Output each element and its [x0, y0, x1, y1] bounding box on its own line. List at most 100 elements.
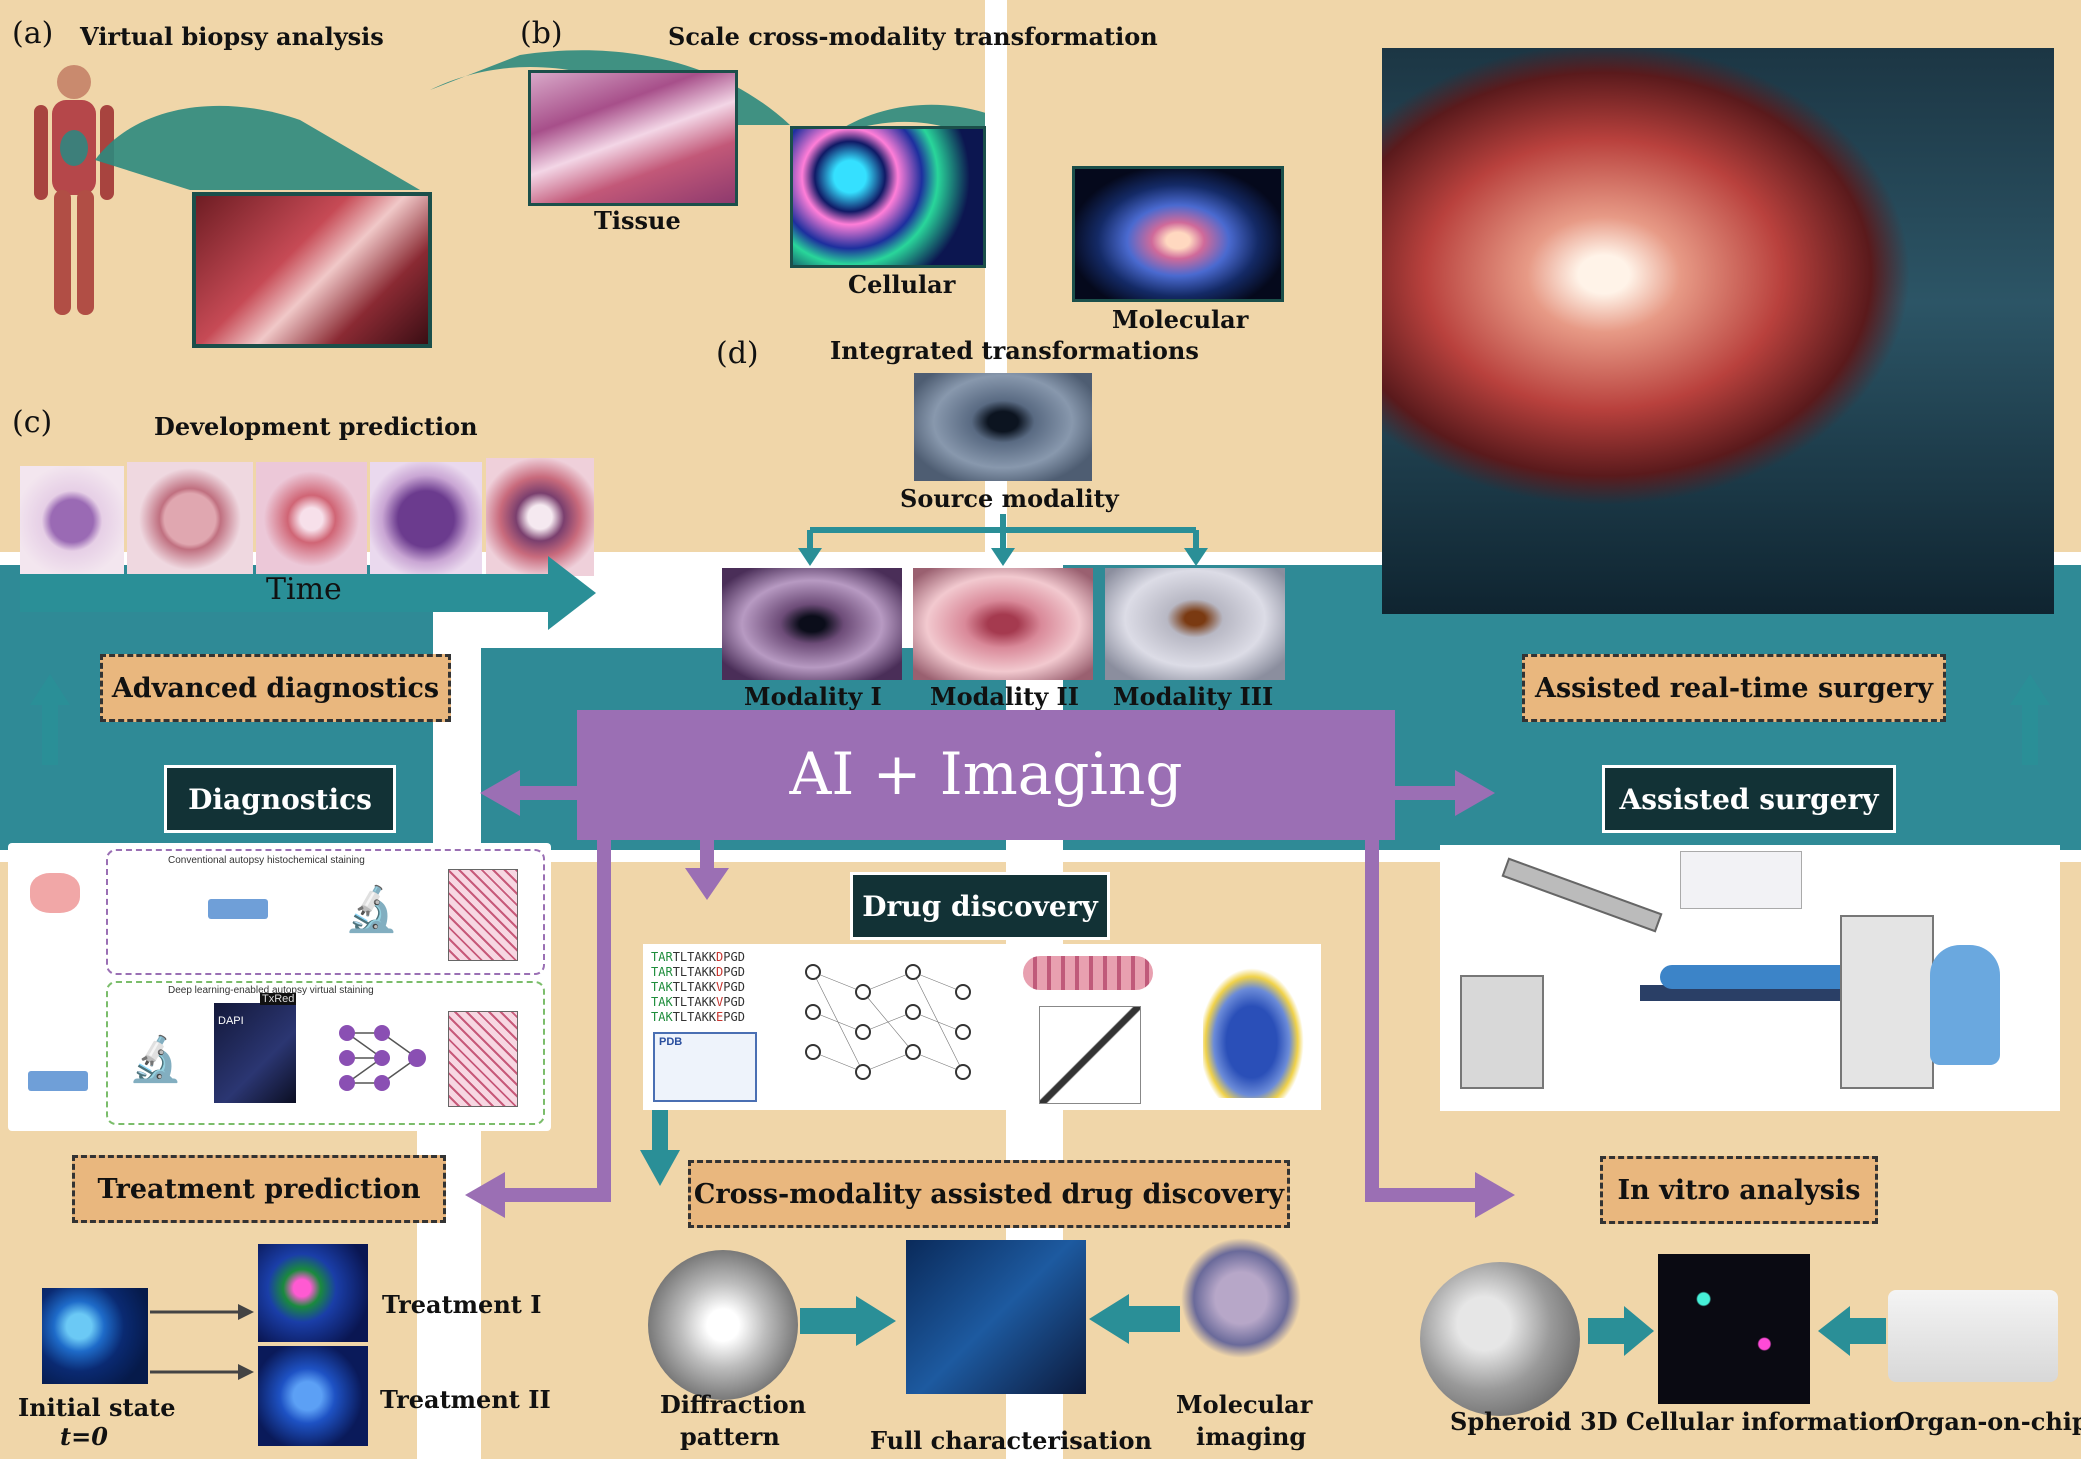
- sequence-row: TAKTLTAKKVPGD: [651, 980, 745, 994]
- panel-b-tag: (b): [520, 16, 563, 51]
- patient-figure: [1660, 965, 1860, 989]
- 3d-cellular-label: 3D Cellular information: [1580, 1407, 1902, 1436]
- development-stage-5: [486, 458, 594, 576]
- diagnostics-bottom-caption: Deep learning-enabled autopsy virtual st…: [168, 985, 374, 996]
- stain-label-txred: TxRed: [260, 993, 297, 1005]
- microscope-icon-2: 🔬: [128, 1034, 183, 1085]
- tissue-image: [528, 70, 738, 206]
- modality-II-label: Modality II: [930, 682, 1079, 711]
- helix-image: [1023, 956, 1153, 990]
- drug-discovery-figure: TARTLTAKKDPGD TARTLTAKKDPGD TAKTLTAKKVPG…: [643, 944, 1321, 1110]
- modality-III-image: [1105, 568, 1285, 680]
- pdb-window: PDB: [653, 1032, 757, 1102]
- panel-d-tag: (d): [716, 336, 759, 371]
- diagnostics-bottom-row: [106, 981, 545, 1125]
- cellular-image: [790, 126, 986, 268]
- pdb-label: PDB: [659, 1036, 683, 1048]
- molecular-image: [1072, 166, 1284, 302]
- surgery-scene-image: [1382, 48, 2054, 614]
- initial-state-label: Initial state: [18, 1393, 176, 1422]
- human-body-illustration: [34, 65, 114, 315]
- panel-d-title: Integrated transformations: [830, 336, 1199, 365]
- development-stage-2: [127, 462, 253, 576]
- operating-table: [1640, 985, 1890, 1001]
- diffraction-pattern-image: [648, 1250, 798, 1400]
- time-zero-label: t=0: [60, 1422, 108, 1451]
- nn-thumbnail: [1680, 851, 1802, 909]
- treatment-prediction-box: Treatment prediction: [72, 1155, 446, 1223]
- tissue-zoom-image: [192, 192, 432, 348]
- ai-imaging-hub: [577, 710, 1395, 840]
- sequence-row: TAKTLTAKKVPGD: [651, 995, 745, 1009]
- panel-b-title: Scale cross-modality transformation: [668, 22, 1158, 51]
- spheroid-label: Spheroid: [1450, 1407, 1572, 1436]
- molecular-imaging-label-line1: Molecular: [1176, 1390, 1313, 1419]
- surgery-robot-figure: [1440, 845, 2060, 1111]
- diagnostics-label-box: Diagnostics: [164, 765, 396, 833]
- development-stage-4: [370, 462, 482, 576]
- modality-II-image: [913, 568, 1093, 680]
- full-characterisation-label: Full characterisation: [870, 1426, 1152, 1455]
- organ-on-chip-image: [1888, 1290, 2058, 1382]
- sequence-row: TAKTLTAKKEPGD: [651, 1010, 745, 1024]
- source-modality-image: [914, 373, 1092, 481]
- sequence-row: TARTLTAKKDPGD: [651, 950, 745, 964]
- scale-label-molecular: Molecular: [1112, 305, 1249, 334]
- neural-net-icon: [339, 1025, 426, 1091]
- panel-a-title: Virtual biopsy analysis: [80, 22, 384, 51]
- advanced-diagnostics-box: Advanced diagnostics: [100, 654, 451, 722]
- deep-network-icon: [805, 964, 971, 1080]
- time-axis-label: Time: [266, 572, 342, 607]
- sequence-row: TARTLTAKKDPGD: [651, 965, 745, 979]
- diagnostics-top-caption: Conventional autopsy histochemical stain…: [168, 855, 365, 866]
- organ-on-chip-label: Organ-on-chip: [1894, 1407, 2081, 1436]
- top-slide-icon: [208, 899, 268, 919]
- assisted-real-time-surgery-box: Assisted real-time surgery: [1522, 654, 1946, 722]
- diffraction-label-line2: pattern: [680, 1422, 780, 1451]
- stained-tissue-bottom: [448, 1011, 518, 1107]
- diffraction-label-line1: Diffraction: [660, 1390, 807, 1419]
- modality-III-label: Modality III: [1113, 682, 1274, 711]
- development-stage-1: [20, 466, 124, 576]
- panel-c-title: Development prediction: [154, 412, 478, 441]
- molecular-imaging-label-line2: imaging: [1196, 1422, 1307, 1451]
- modality-I-label: Modality I: [744, 682, 882, 711]
- molecular-imaging-image: [1180, 1238, 1302, 1358]
- scale-label-cellular: Cellular: [848, 270, 956, 299]
- tissue-sample-icon: [30, 873, 80, 913]
- console-unit: [1840, 915, 1934, 1089]
- drug-discovery-label-box: Drug discovery: [850, 872, 1110, 940]
- spheroid-image: [1420, 1262, 1580, 1416]
- stained-tissue-top: [448, 869, 518, 961]
- modality-I-image: [722, 568, 902, 680]
- panel-a-tag: (a): [12, 16, 54, 51]
- source-modality-label: Source modality: [900, 484, 1119, 513]
- characterisation-dashboard: [906, 1240, 1086, 1394]
- fluorescence-image: [214, 1003, 296, 1103]
- sequence-list: TARTLTAKKDPGD TARTLTAKKDPGD TAKTLTAKKVPG…: [651, 950, 745, 1025]
- diagnostics-figure: Conventional autopsy histochemical stain…: [8, 843, 551, 1131]
- 3d-cellular-image: [1658, 1254, 1810, 1404]
- stain-label-dapi: DAPI: [218, 1015, 244, 1027]
- treatment-II-label: Treatment II: [380, 1385, 551, 1414]
- microscope-icon: 🔬: [344, 884, 399, 935]
- robot-base: [1460, 975, 1544, 1089]
- scale-label-tissue: Tissue: [594, 206, 681, 235]
- treatment-I-image: [258, 1244, 368, 1342]
- development-stage-3: [256, 462, 367, 576]
- treatment-I-label: Treatment I: [382, 1290, 542, 1319]
- ai-imaging-title: AI + Imaging: [789, 740, 1183, 808]
- assisted-surgery-label-box: Assisted surgery: [1602, 765, 1896, 833]
- contact-map: [1039, 1006, 1141, 1104]
- diagnostics-top-row: [106, 849, 545, 975]
- in-vitro-analysis-box: In vitro analysis: [1600, 1156, 1878, 1224]
- treatment-II-image: [258, 1346, 368, 1446]
- surgeon-figure: [1930, 945, 2000, 1065]
- initial-state-image: [42, 1288, 148, 1384]
